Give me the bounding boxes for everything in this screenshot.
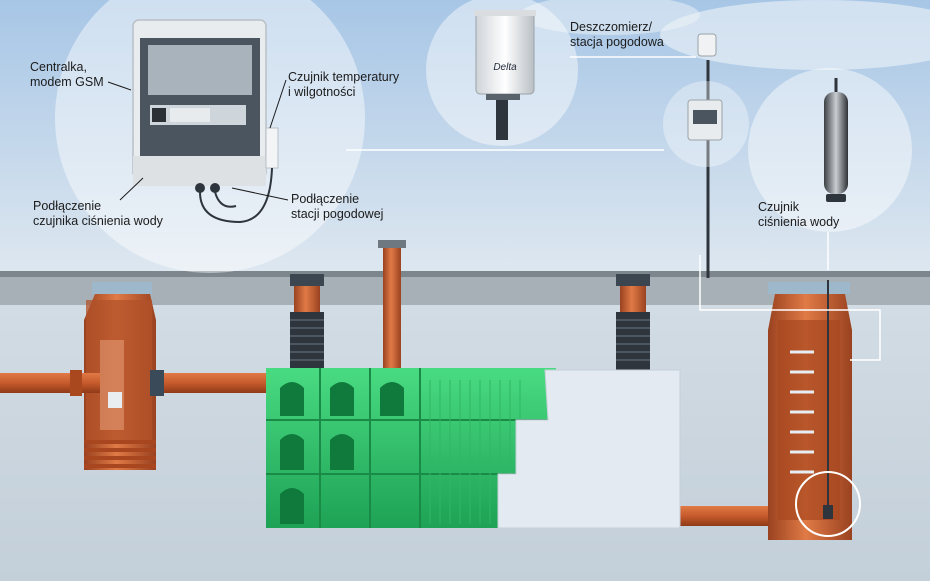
mast-cabinet-bubble xyxy=(663,33,749,167)
label-temp-humidity-sensor: Czujnik temperatury i wilgotności xyxy=(288,70,400,99)
connecting-pipe xyxy=(150,373,275,393)
label-pressure-sensor-connection: Podłączenie czujnika ciśnienia wody xyxy=(33,199,163,228)
label-central-unit: Centralka, modem GSM xyxy=(30,60,104,89)
tank-access-shaft-right xyxy=(616,274,650,370)
inlet-pipe xyxy=(0,373,100,393)
outlet-pipe xyxy=(675,506,783,526)
control-cabinet-bubble xyxy=(55,0,365,273)
rain-gauge-bubble: Delta xyxy=(426,0,578,146)
tank-vent-pipe xyxy=(378,240,406,368)
water-pressure-probe-icon xyxy=(824,92,848,194)
rain-gauge-icon xyxy=(475,11,535,95)
label-rain-gauge: Deszczomierz/ stacja pogodowa xyxy=(570,20,664,49)
svg-text:Delta: Delta xyxy=(493,62,517,73)
geotextile-wrap xyxy=(497,369,681,529)
label-weather-station-connection: Podłączenie stacji pogodowej xyxy=(291,192,384,221)
water-pressure-probe-bubble xyxy=(748,68,912,232)
cable-line xyxy=(699,255,881,361)
inspection-shaft-left xyxy=(84,282,156,470)
tank-access-shaft-left xyxy=(290,274,324,372)
label-water-pressure-sensor: Czujnik ciśnienia wody xyxy=(758,200,840,229)
inspection-shaft-right xyxy=(768,280,861,540)
